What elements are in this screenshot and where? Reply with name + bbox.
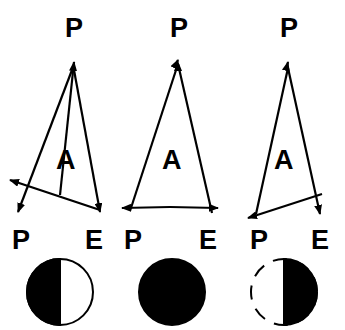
angle-letter: A — [274, 147, 294, 174]
vertex-letter: E — [85, 227, 103, 254]
vertex-letter: P — [12, 227, 30, 254]
vertex-letter: E — [199, 227, 217, 254]
angle-letter: A — [162, 147, 182, 174]
vertex-letter: P — [170, 15, 188, 42]
vertex-letter: P — [65, 15, 83, 42]
vertex-letter: E — [311, 227, 329, 254]
vertex-letter: P — [280, 15, 298, 42]
vertex-letter: P — [124, 227, 142, 254]
angle-letter: A — [56, 147, 76, 174]
vertex-letter: P — [250, 227, 268, 254]
